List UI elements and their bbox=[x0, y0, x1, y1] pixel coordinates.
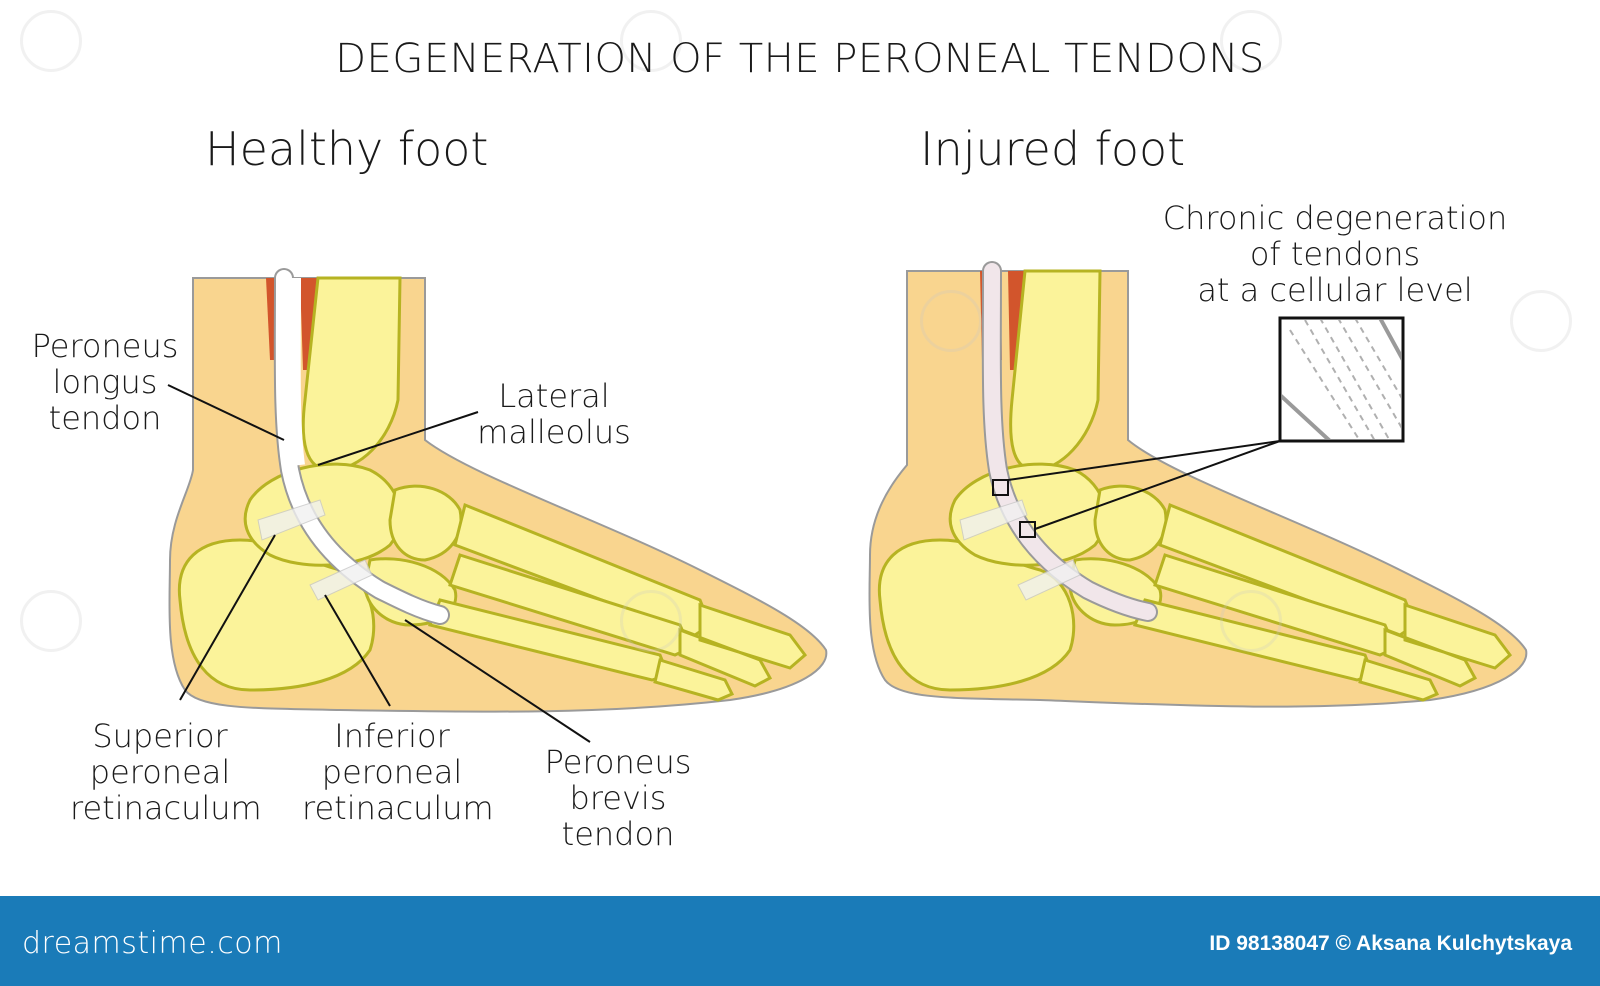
injured-navicular bbox=[1093, 484, 1168, 562]
healthy-calcaneus bbox=[177, 538, 376, 692]
label-line: Peroneus bbox=[31, 327, 179, 365]
watermark-logo bbox=[920, 290, 982, 352]
label-line: malleolus bbox=[477, 413, 631, 451]
label-line: tendon bbox=[48, 399, 162, 437]
injured-toes bbox=[1358, 602, 1513, 702]
leader-peroneus-brevis bbox=[404, 619, 591, 743]
leader-superior-retinaculum bbox=[179, 534, 276, 701]
label-line: brevis bbox=[569, 779, 667, 817]
label-line: Lateral bbox=[498, 377, 610, 415]
label-line: tendon bbox=[561, 815, 675, 853]
injured-foot-heading: Injured foot bbox=[920, 122, 1186, 176]
healthy-foot-drawing bbox=[167, 268, 828, 743]
watermark-logo bbox=[1220, 10, 1282, 72]
leader-lateral-malleolus bbox=[317, 411, 479, 466]
injured-foot-drawing bbox=[868, 261, 1528, 708]
magnified-inset-box bbox=[1278, 316, 1405, 443]
page-title: DEGENERATION OF THE PERONEAL TENDONS bbox=[335, 36, 1265, 82]
leader-inferior-retinaculum bbox=[324, 594, 391, 707]
healthy-superior-retinaculum bbox=[257, 499, 326, 541]
label-line: Peroneus bbox=[544, 743, 692, 781]
label-line: peroneal bbox=[321, 753, 463, 791]
injured-retinacula bbox=[959, 499, 1081, 601]
healthy-inferior-retinaculum bbox=[309, 559, 373, 601]
watermark-logo bbox=[1220, 590, 1282, 652]
callout-line-lower bbox=[1034, 440, 1281, 530]
callout-marker-lower bbox=[1019, 521, 1036, 538]
magnified-inset-fibers bbox=[1282, 320, 1401, 439]
label-line: at a cellular level bbox=[1197, 271, 1473, 309]
injured-calcaneus bbox=[877, 538, 1076, 692]
label-line: retinaculum bbox=[70, 789, 262, 827]
footer-image-id: ID 98138047 © Aksana Kulchytskaya bbox=[1209, 932, 1572, 955]
label-line: Inferior bbox=[334, 717, 450, 755]
healthy-navicular bbox=[388, 484, 463, 562]
label-line: peroneal bbox=[89, 753, 231, 791]
label-line: of tendons bbox=[1249, 235, 1421, 273]
label-line: longus bbox=[52, 363, 158, 401]
healthy-foot-heading: Healthy foot bbox=[205, 122, 489, 176]
callout-marker-upper bbox=[992, 479, 1009, 496]
leader-peroneus-longus bbox=[167, 384, 285, 441]
injured-talus bbox=[948, 462, 1107, 567]
watermark-logo bbox=[1510, 290, 1572, 352]
watermark-logo bbox=[20, 590, 82, 652]
callout-line-upper bbox=[1007, 440, 1281, 481]
footer-logo[interactable]: dreamstime.com bbox=[22, 926, 283, 961]
label-line: retinaculum bbox=[302, 789, 494, 827]
healthy-peroneus-brevis-tendon bbox=[290, 277, 305, 466]
watermark-logo bbox=[620, 590, 682, 652]
watermark-logo bbox=[20, 10, 82, 72]
watermark-logo bbox=[620, 10, 682, 72]
footer-bar: dreamstime.com ID 98138047 © Aksana Kulc… bbox=[0, 896, 1600, 986]
healthy-toes bbox=[653, 602, 808, 702]
label-line: Chronic degeneration bbox=[1162, 199, 1508, 237]
label-line: Superior bbox=[92, 717, 228, 755]
